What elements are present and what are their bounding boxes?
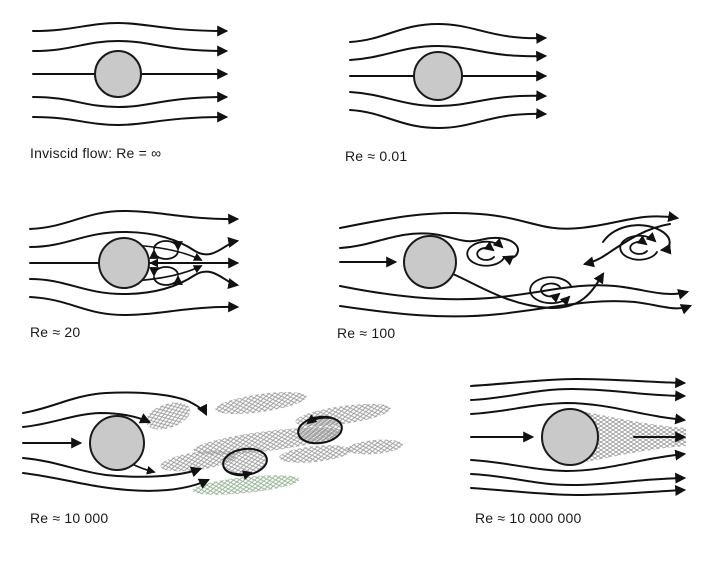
wake-streamline [452,272,605,310]
cylinder [541,408,599,466]
turbulence-patches [145,392,403,495]
vortex [466,237,505,267]
wake-region [576,410,686,464]
vortex [540,282,561,303]
streamline [470,401,687,425]
streamline [349,22,548,44]
streamline [470,472,687,487]
panel-label-re-10000: Re ≈ 10 000 [30,510,109,526]
vortex [149,249,179,260]
streamline [32,111,229,127]
streamline [470,377,687,389]
streamline [29,296,240,317]
turbulence-patch [145,402,191,430]
panel-re-100-diagram [339,211,693,318]
vortex [149,266,179,277]
vortex-street [466,231,658,307]
panel-label-re-20: Re ≈ 20 [30,324,81,340]
panel-inviscid-diagram [32,21,229,127]
cylinder [403,235,457,289]
streamline [339,232,519,266]
cylinder [89,415,145,471]
streamline [29,209,240,230]
streamline [470,387,687,402]
wake-streamline [602,224,672,255]
streamline [22,411,151,428]
vortex [153,240,183,251]
panel-re-20-diagram [29,209,240,317]
streamline [32,91,229,109]
panel-label-inviscid: Inviscid flow: Re = ∞ [30,145,162,161]
streamline [349,90,548,108]
turbulence-patch [215,392,307,414]
streamline [339,300,693,318]
vortex [619,231,658,261]
panel-re-0-01-diagram [349,22,548,130]
streamline [32,21,229,37]
wake-vortices [222,414,343,480]
streamline [32,39,229,57]
panel-re-10000-diagram [22,391,403,495]
panel-re-10000000-diagram [470,377,687,497]
streamline [22,391,207,416]
turbulence-patch-green [192,475,300,495]
wake-streamline [582,223,671,268]
vortex-pair [149,240,183,286]
streamline [470,449,687,473]
panel-label-re-100: Re ≈ 100 [337,325,396,341]
streamlines [22,391,210,492]
streamline [29,270,240,296]
turbulence-patch [279,445,351,463]
streamline [470,484,687,497]
turbulence-patch [160,450,236,472]
vortex-arrow [226,470,253,480]
cylinder [98,237,150,289]
vortex [476,241,495,261]
wake-weave [452,223,672,310]
streamline [29,230,240,256]
vortex [629,235,648,255]
streamline [339,211,680,230]
streamline [349,108,548,130]
streamlines [470,377,687,497]
panel-label-re-10000000: Re ≈ 10 000 000 [475,510,582,526]
cylinder [94,50,142,98]
streamline [22,457,203,478]
panel-label-re-0-01: Re ≈ 0.01 [345,148,408,164]
streamlines [349,22,548,130]
cylinder [413,51,463,101]
turbulence-patch [347,439,403,455]
streamline [349,44,548,62]
streamline [22,472,210,492]
streamline [339,284,690,301]
vortex-arrow [306,414,331,425]
vortex [153,275,183,286]
